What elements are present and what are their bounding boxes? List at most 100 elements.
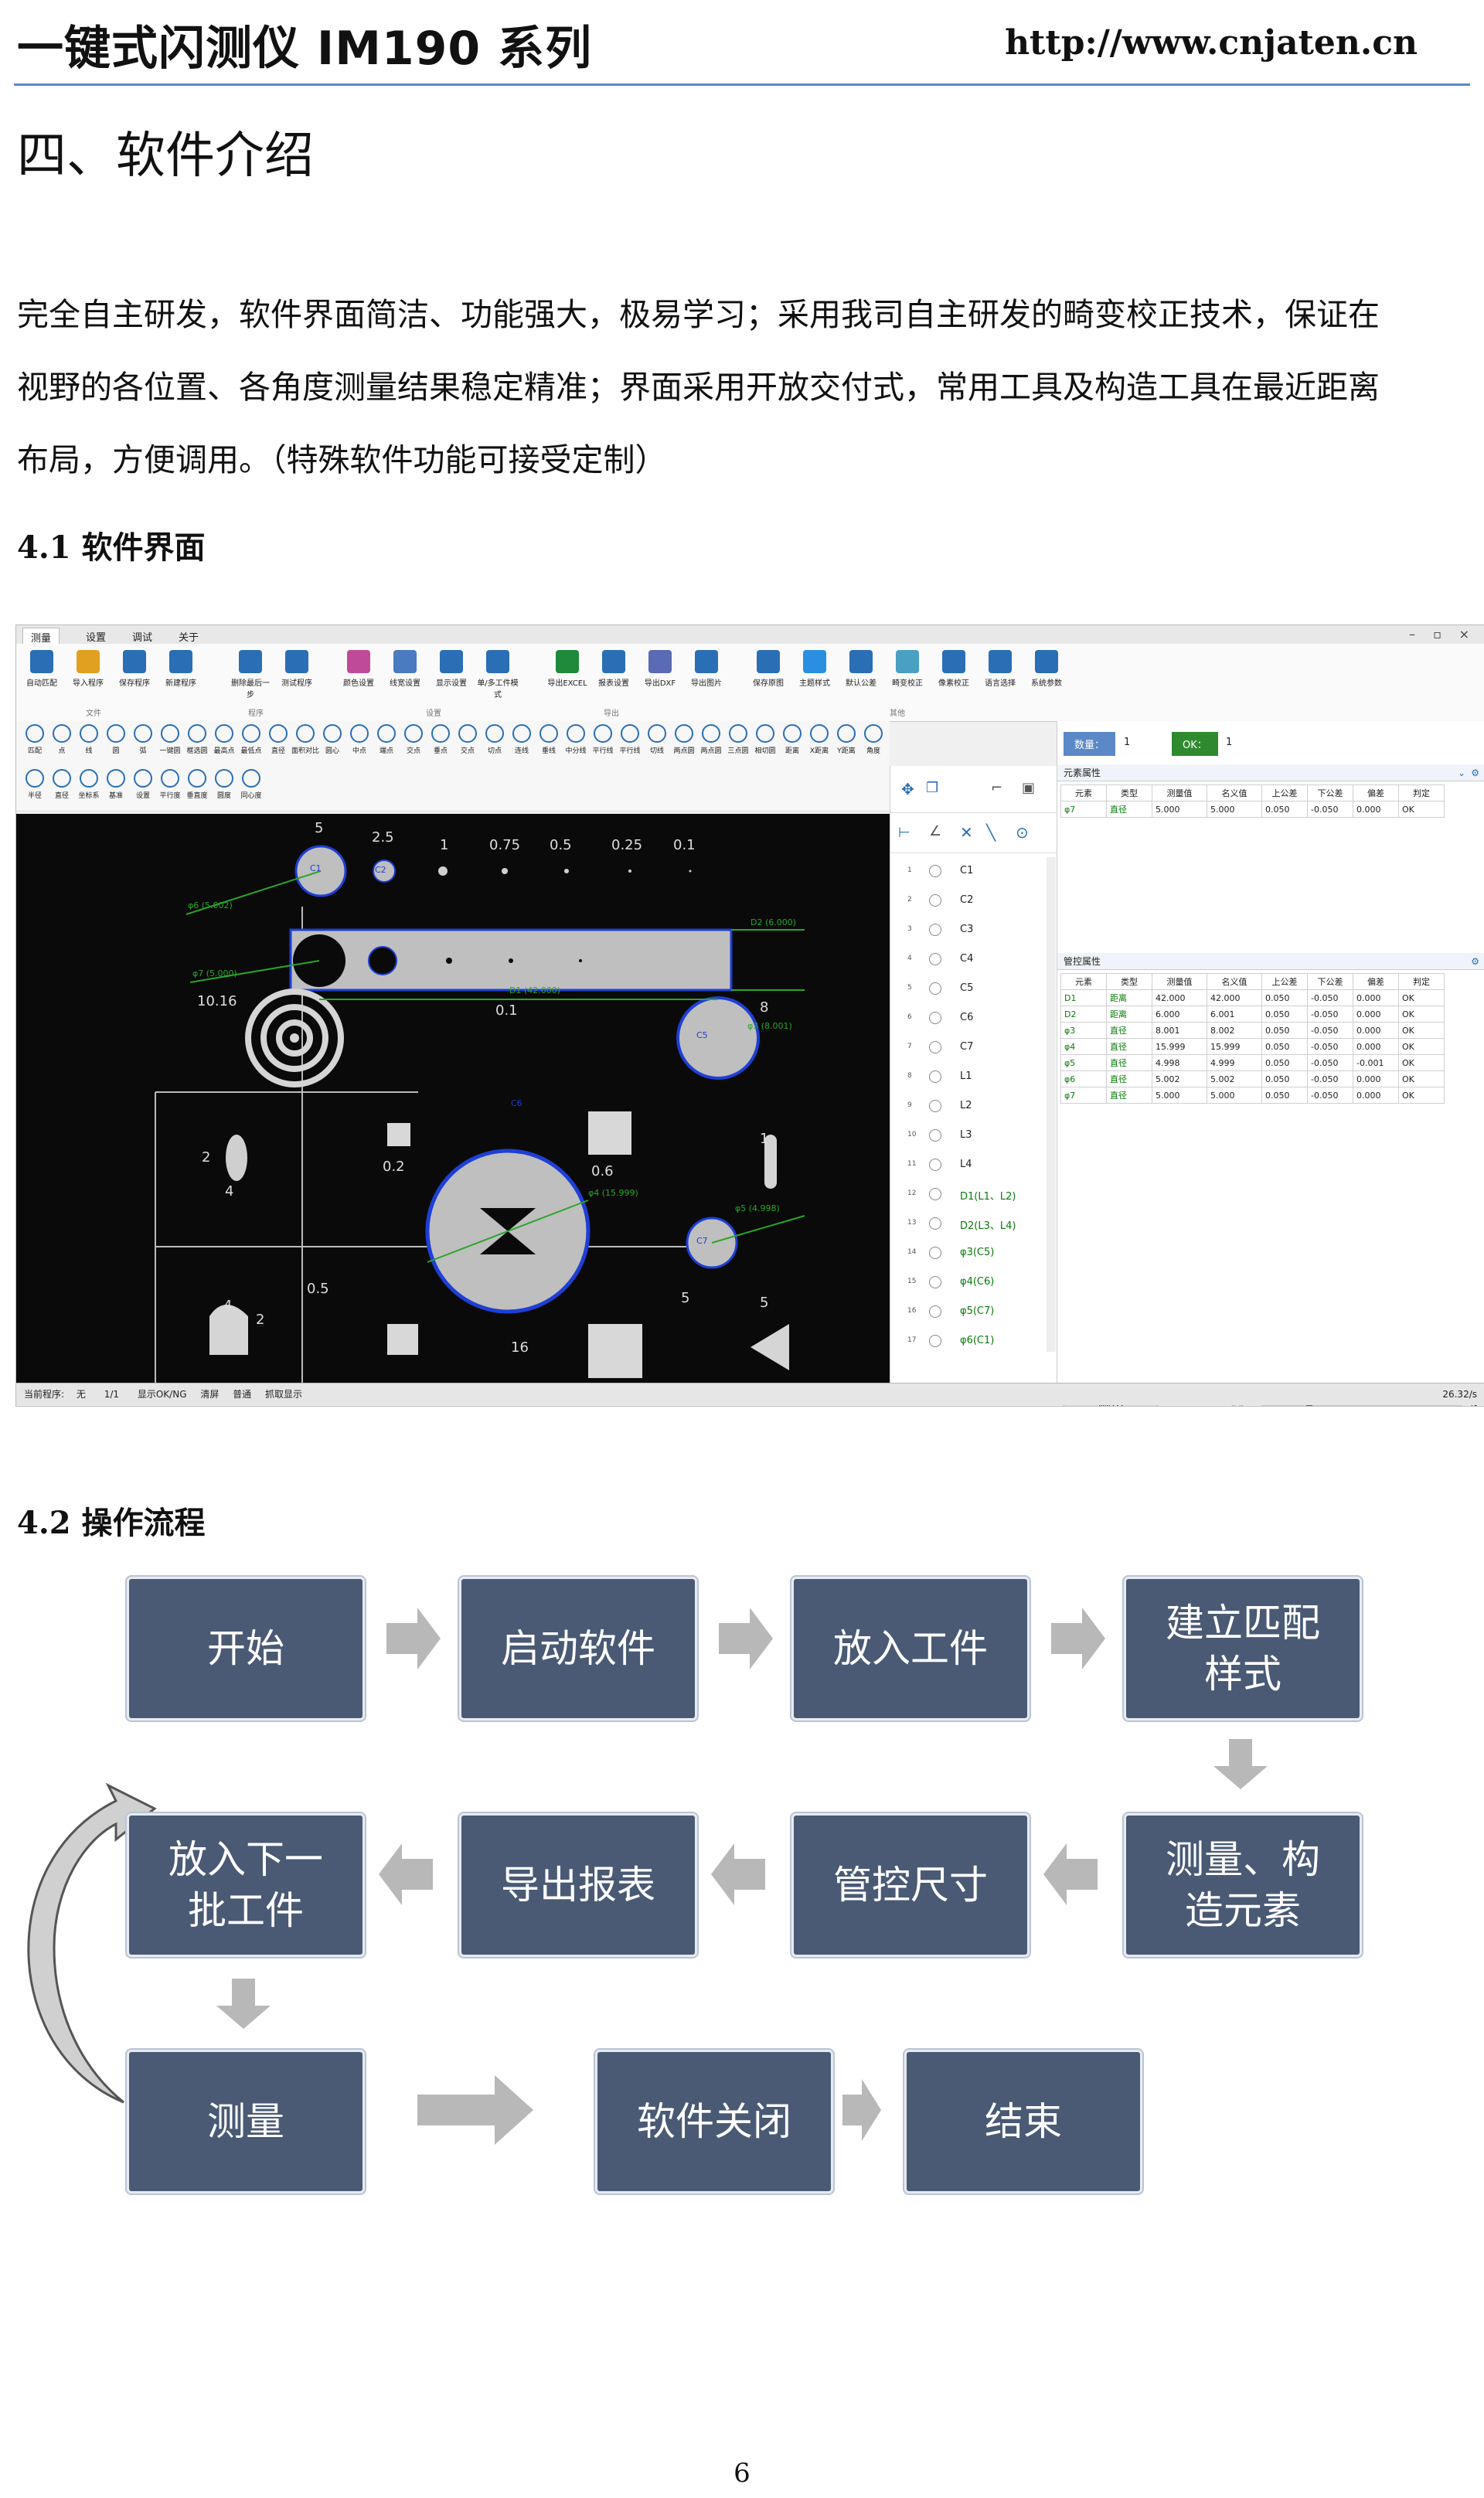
tool-button-23[interactable]: 切线 bbox=[643, 724, 671, 755]
minimize-icon[interactable]: – bbox=[1409, 627, 1415, 642]
tool-button-13[interactable]: 端点 bbox=[373, 724, 400, 755]
app-tab-measure[interactable]: 测量 bbox=[22, 628, 60, 646]
tool-button-6[interactable]: 垂直度 bbox=[183, 769, 211, 800]
tool-button-9[interactable]: 直径 bbox=[264, 724, 292, 755]
tool-button-14[interactable]: 交点 bbox=[400, 724, 427, 755]
ribbon-button-7[interactable]: 线宽设置 bbox=[383, 650, 427, 688]
tool-button-15[interactable]: 垂点 bbox=[427, 724, 454, 755]
gear-icon[interactable]: ⚙ bbox=[1471, 767, 1479, 778]
tool-button-18[interactable]: 连线 bbox=[508, 724, 536, 755]
tool-button-30[interactable]: Y距离 bbox=[832, 724, 860, 755]
image-icon[interactable]: ▣ bbox=[1022, 780, 1036, 796]
status-capture-dropdown[interactable]: 抓取显示 bbox=[265, 1389, 303, 1400]
status-mode-dropdown[interactable]: 普通 bbox=[233, 1389, 252, 1400]
tool-button-22[interactable]: 平行线 bbox=[616, 724, 644, 755]
tool-button-26[interactable]: 三点圆 bbox=[724, 724, 752, 755]
ribbon-button-0[interactable]: 自动匹配 bbox=[19, 650, 64, 688]
ribbon-button-3[interactable]: 新建程序 bbox=[158, 650, 203, 688]
tool-button-31[interactable]: 角度 bbox=[859, 724, 887, 755]
tool-button-19[interactable]: 垂线 bbox=[535, 724, 563, 755]
tool-button-5[interactable]: 一键圆 bbox=[156, 724, 184, 755]
restore-icon[interactable]: ▫ bbox=[1433, 627, 1441, 642]
tool-button-8[interactable]: 最低点 bbox=[237, 724, 265, 755]
ribbon-button-4[interactable]: 删除最后一步 bbox=[228, 650, 273, 699]
tool-button-10[interactable]: 面积对比 bbox=[291, 724, 319, 755]
tool-button-0[interactable]: 匹配 bbox=[21, 724, 49, 755]
tool-button-17[interactable]: 切点 bbox=[481, 724, 509, 755]
tool-button-4[interactable]: 设置 bbox=[129, 769, 157, 800]
ribbon-button-13[interactable]: 导出图片 bbox=[684, 650, 729, 688]
ruler-icon[interactable]: ⊢ bbox=[898, 825, 910, 841]
tool-button-16[interactable]: 交点 bbox=[454, 724, 482, 755]
app-tab-settings[interactable]: 设置 bbox=[86, 632, 107, 644]
line-tool-icon[interactable]: ╲ bbox=[986, 823, 996, 842]
ribbon-button-10[interactable]: 导出EXCEL bbox=[545, 650, 590, 688]
tool-button-29[interactable]: X距离 bbox=[805, 724, 833, 755]
angle-icon[interactable]: ∠ bbox=[929, 823, 942, 839]
copy-icon[interactable]: ❐ bbox=[926, 780, 939, 796]
ribbon-button-8[interactable]: 显示设置 bbox=[429, 650, 474, 688]
delete-x-icon[interactable]: ✕ bbox=[960, 823, 973, 842]
app-tab-about[interactable]: 关于 bbox=[179, 632, 199, 644]
ribbon-button-1[interactable]: 导入程序 bbox=[66, 650, 111, 688]
tool-button-2[interactable]: 线 bbox=[75, 724, 103, 755]
gear-icon[interactable]: ⚙ bbox=[1471, 956, 1479, 967]
ribbon-button-16[interactable]: 默认公差 bbox=[839, 650, 883, 688]
document-header-url[interactable]: http://www.cnjaten.cn bbox=[1005, 23, 1418, 63]
ribbon-button-11[interactable]: 报表设置 bbox=[591, 650, 636, 688]
tool-button-5[interactable]: 平行度 bbox=[156, 769, 184, 800]
tool-button-4[interactable]: 弧 bbox=[129, 724, 157, 755]
app-tab-debug[interactable]: 调试 bbox=[132, 632, 153, 644]
ribbon-button-17[interactable]: 畸变校正 bbox=[885, 650, 930, 688]
tool-button-1[interactable]: 点 bbox=[48, 724, 76, 755]
tool-button-12[interactable]: 中点 bbox=[345, 724, 373, 755]
ribbon-button-6[interactable]: 颜色设置 bbox=[336, 650, 381, 688]
tool-button-1[interactable]: 直径 bbox=[48, 769, 76, 800]
tool-button-27[interactable]: 相切圆 bbox=[751, 724, 779, 755]
ribbon-button-19[interactable]: 语言选择 bbox=[978, 650, 1023, 688]
crop-icon[interactable]: ⌐ bbox=[991, 780, 1003, 796]
ribbon-button-15[interactable]: 主题样式 bbox=[792, 650, 837, 688]
ribbon-button-9[interactable]: 单/多工件模式 bbox=[475, 650, 520, 699]
tool-button-21[interactable]: 平行线 bbox=[589, 724, 617, 755]
status-show-ok-ng[interactable]: 显示OK/NG bbox=[137, 1389, 187, 1400]
element-list-scrollbar[interactable] bbox=[1047, 857, 1056, 1352]
close-icon[interactable]: × bbox=[1458, 627, 1469, 642]
chevron-down-icon[interactable]: ⌄ bbox=[1457, 767, 1465, 778]
tool-button-8[interactable]: 同心度 bbox=[237, 769, 265, 800]
ribbon-button-20[interactable]: 系统参数 bbox=[1024, 650, 1069, 688]
tool-button-7[interactable]: 圆度 bbox=[210, 769, 238, 800]
circle-tool-icon[interactable]: ⊙ bbox=[1016, 823, 1029, 842]
move-icon[interactable]: ✥ bbox=[901, 780, 914, 798]
tool-button-25[interactable]: 两点圆 bbox=[697, 724, 725, 755]
tool-button-0[interactable]: 半径 bbox=[21, 769, 49, 800]
tool-button-6[interactable]: 框选圆 bbox=[183, 724, 211, 755]
tool-button-3[interactable]: 基准 bbox=[102, 769, 130, 800]
ribbon-button-2[interactable]: 保存程序 bbox=[112, 650, 157, 688]
ribbon-button-18[interactable]: 像素校正 bbox=[931, 650, 976, 688]
